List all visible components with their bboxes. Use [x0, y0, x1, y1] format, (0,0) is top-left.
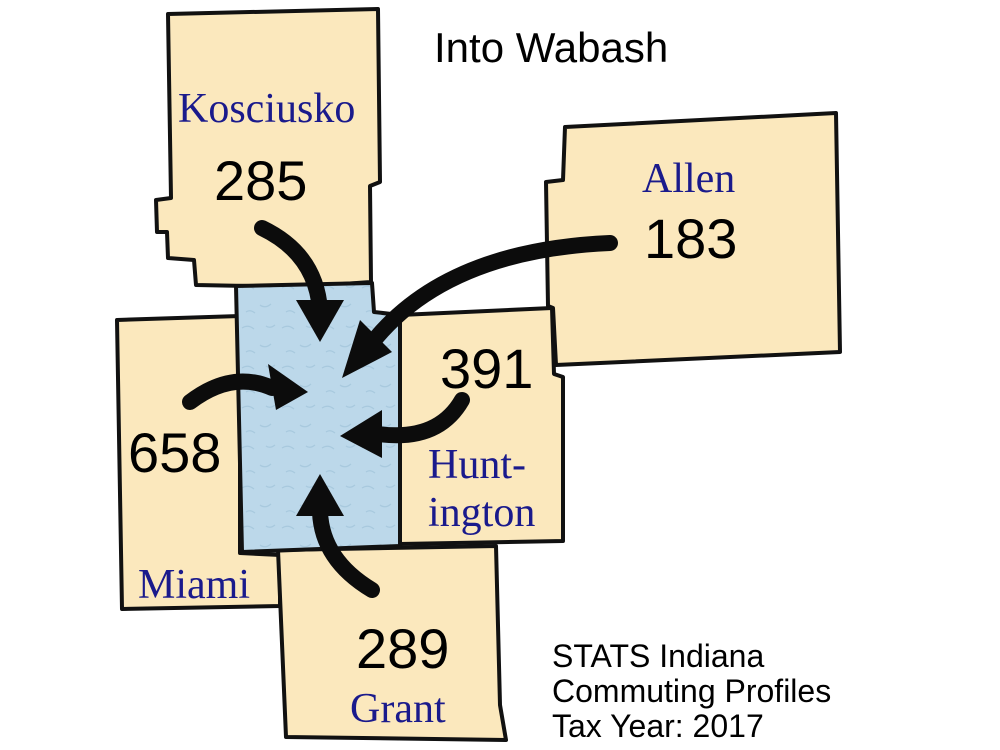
arrow-from-grant: [312, 504, 380, 598]
arrow-head-kosciusko: [296, 300, 344, 342]
arrow-head-miami: [268, 364, 308, 410]
arrow-head-grant: [296, 474, 344, 516]
commuters-grant: 289: [356, 617, 449, 680]
commuters-kosciusko: 285: [214, 149, 307, 212]
county-name-huntington-line2: ington: [428, 490, 535, 536]
county-name-kosciusko: Kosciusko: [178, 86, 355, 132]
county-grant: [276, 544, 508, 742]
county-name-grant: Grant: [350, 686, 446, 732]
credit-line-3: Tax Year: 2017: [552, 708, 764, 744]
arrow-head-allen: [342, 320, 392, 378]
map-title: Into Wabash: [434, 24, 668, 71]
arrow-head-huntington: [340, 410, 382, 458]
county-name-huntington-line1: Hunt-: [428, 442, 526, 488]
commuters-allen: 183: [644, 207, 737, 270]
county-kosciusko: [154, 7, 382, 289]
commuters-miami: 658: [128, 421, 221, 484]
arrow-from-huntington: [370, 392, 470, 444]
credit-line-2: Commuting Profiles: [552, 673, 831, 709]
county-name-miami: Miami: [138, 562, 250, 608]
arrow-from-kosciusko: [254, 220, 328, 318]
commuters-huntington: 391: [440, 337, 533, 400]
credit-line-1: STATS Indiana: [552, 638, 764, 674]
arrow-from-allen: [368, 235, 618, 346]
county-name-allen: Allen: [642, 156, 735, 202]
arrow-from-miami: [182, 373, 280, 410]
